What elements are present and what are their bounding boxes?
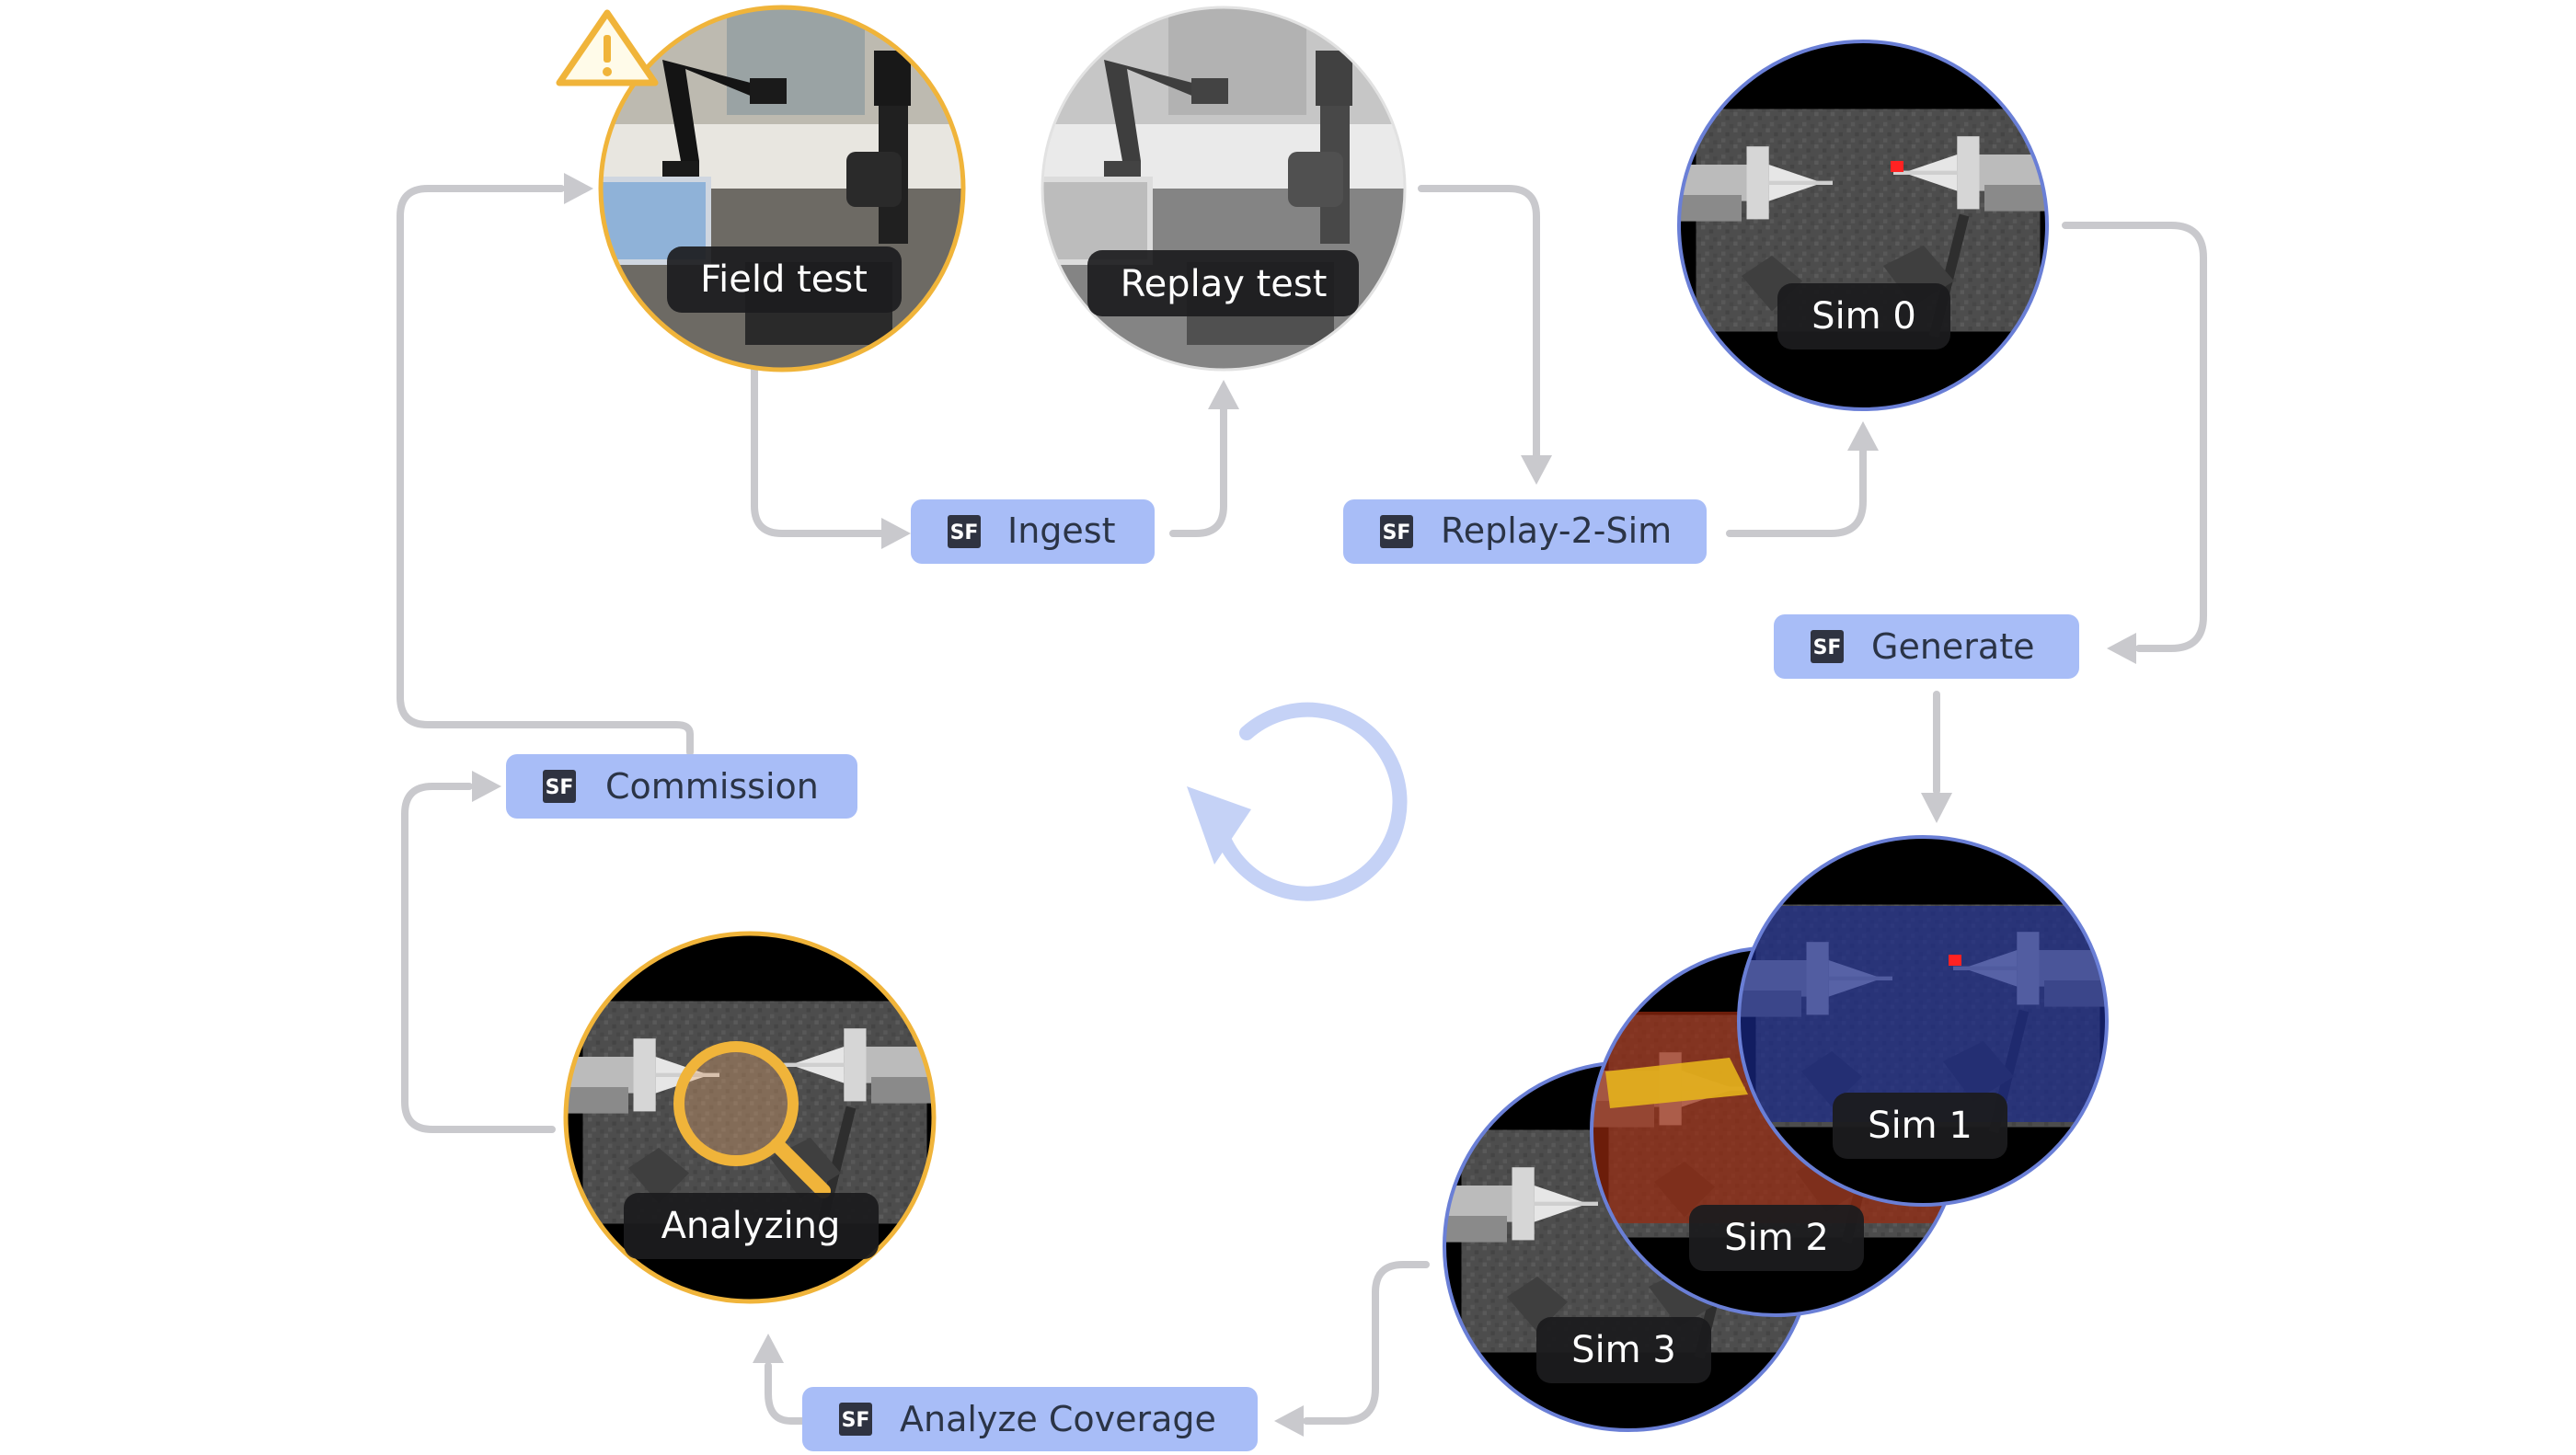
magnifying-glass-icon (673, 1041, 831, 1198)
label-pill (1689, 1205, 1864, 1271)
node-label-sim0: Sim 0 (1811, 295, 1916, 338)
connector-sim0-to-generate (2062, 222, 2207, 652)
svg-text:SF: SF (1383, 521, 1411, 544)
node-label-sim1: Sim 1 (1868, 1105, 1972, 1147)
analyze-coverage-label: Analyze Coverage (900, 1399, 1216, 1439)
node-label-field-test: Field test (700, 258, 868, 301)
commission-label: Commission (605, 766, 819, 807)
svg-text:SF: SF (1813, 636, 1842, 659)
connector-replay2sim-to-sim0 (1726, 447, 1867, 537)
sf-logo-icon: SF (543, 770, 576, 803)
label-pill (667, 246, 902, 313)
connector-commission-to-field (397, 185, 694, 756)
replay-2-sim-label: Replay-2-Sim (1441, 510, 1672, 551)
svg-text:SF: SF (546, 776, 574, 799)
connector-analyzing-to-commission (401, 783, 556, 1133)
node-sim1[interactable]: Sim 1 (1720, 819, 2125, 1239)
label-pill (1833, 1093, 2007, 1159)
sf-logo-icon: SF (948, 515, 981, 548)
sf-logo-icon: SF (1380, 515, 1413, 548)
svg-text:SF: SF (842, 1409, 870, 1432)
refresh-cycle-icon (1187, 702, 1408, 901)
node-replay-test[interactable]: Replay test (1030, 0, 1417, 382)
sf-logo-icon: SF (839, 1403, 872, 1436)
warning-triangle-icon (556, 9, 659, 86)
node-label-sim2: Sim 2 (1724, 1217, 1829, 1259)
label-pill (1536, 1317, 1711, 1383)
connector-ingest-to-replay (1169, 406, 1227, 537)
node-field-test[interactable]: Field test (589, 0, 975, 382)
node-sim0[interactable]: Sim 0 (1661, 23, 2065, 443)
replay-2-sim-button[interactable]: SF Replay-2-Sim (1343, 499, 1707, 564)
node-label-analyzing: Analyzing (661, 1205, 841, 1247)
svg-text:SF: SF (950, 521, 979, 544)
sf-logo-icon: SF (1811, 630, 1844, 663)
connector-field-to-ingest (751, 364, 887, 537)
connector-coverage-to-analyzing (765, 1362, 813, 1425)
label-pill (1777, 283, 1950, 349)
generate-button[interactable]: SF Generate (1774, 614, 2079, 679)
analyze-coverage-button[interactable]: SF Analyze Coverage (802, 1387, 1258, 1451)
node-label-replay-test: Replay test (1121, 263, 1328, 305)
connectors (397, 173, 2207, 1437)
node-analyzing[interactable]: Analyzing (547, 915, 952, 1335)
commission-button[interactable]: SF Commission (506, 754, 857, 819)
ingest-button[interactable]: SF Ingest (911, 499, 1155, 564)
generate-label: Generate (1871, 626, 2034, 667)
connector-sims-to-analyze-coverage (1303, 1261, 1430, 1425)
label-pill (1087, 250, 1359, 316)
label-pill (624, 1193, 879, 1259)
ingest-label: Ingest (1007, 510, 1116, 551)
node-label-sim3: Sim 3 (1571, 1329, 1676, 1371)
connector-replay-to-replay2sim (1418, 185, 1540, 459)
